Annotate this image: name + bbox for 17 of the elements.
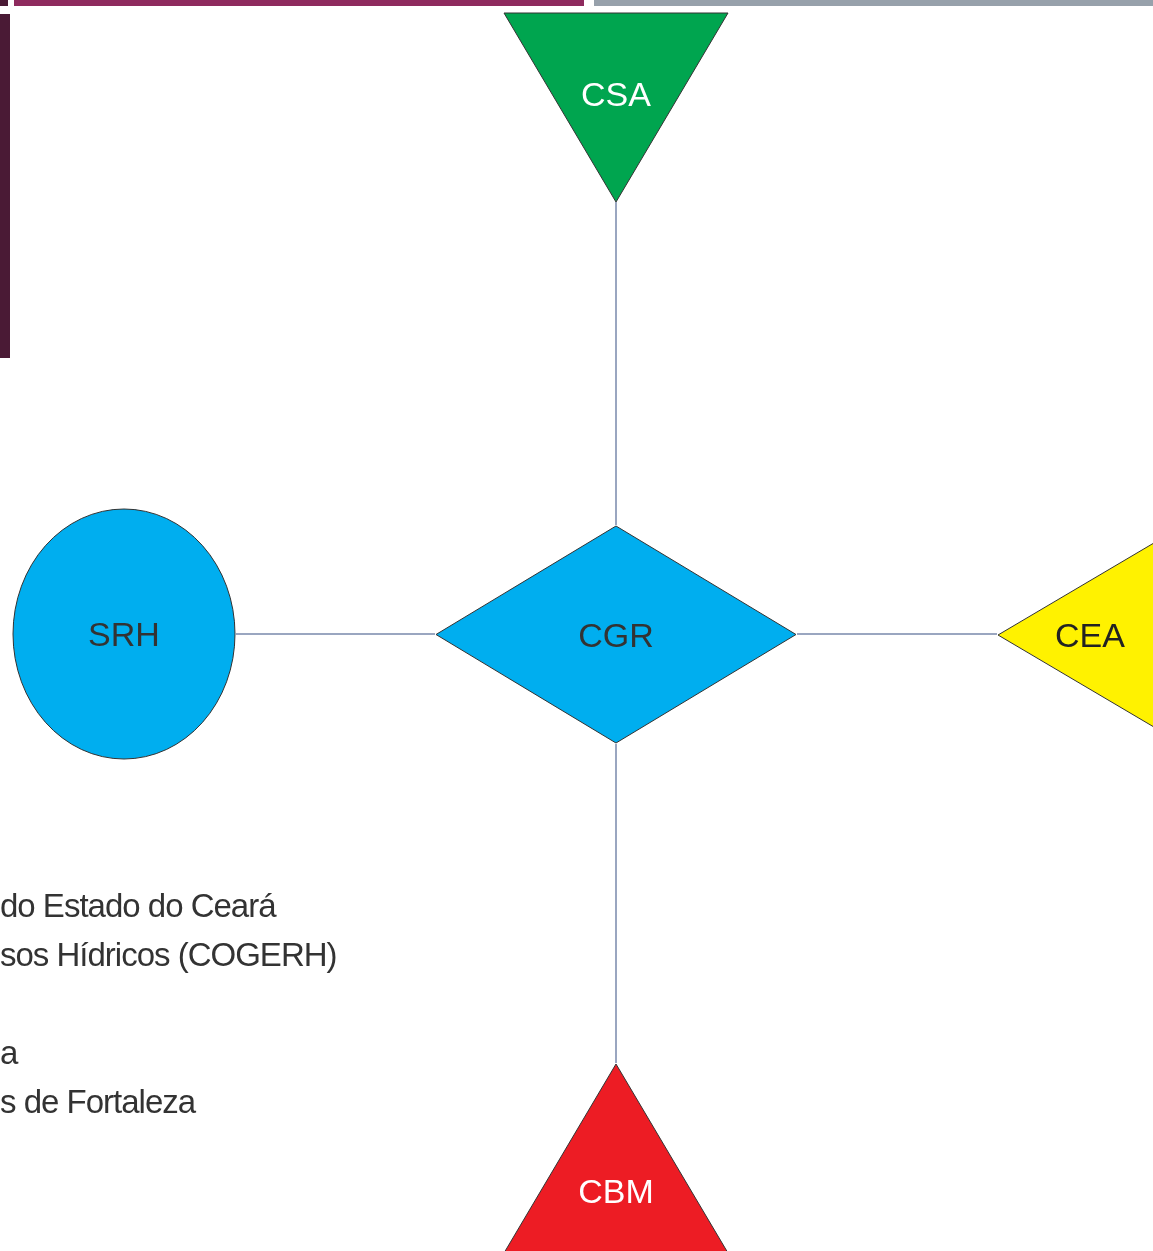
node-label: CEA (1054, 618, 1126, 652)
connector-line (796, 633, 998, 635)
note-text: a (0, 1033, 18, 1073)
note-text: do Estado do Ceará (0, 886, 276, 926)
note-text: s de Fortaleza (0, 1082, 196, 1122)
node-label: SRH (87, 617, 161, 651)
node-label: CGR (577, 618, 655, 652)
ellipse-node (12, 508, 236, 760)
connector-line (615, 201, 617, 526)
triangle-node (503, 12, 729, 202)
node-label: CBM (577, 1174, 655, 1208)
connector-line (615, 743, 617, 1064)
note-text: sos Hídricos (COGERH) (0, 935, 337, 975)
triangle-node (503, 1063, 729, 1251)
diamond-node (435, 525, 797, 744)
connector-line (235, 633, 436, 635)
node-label: CSA (580, 77, 652, 111)
